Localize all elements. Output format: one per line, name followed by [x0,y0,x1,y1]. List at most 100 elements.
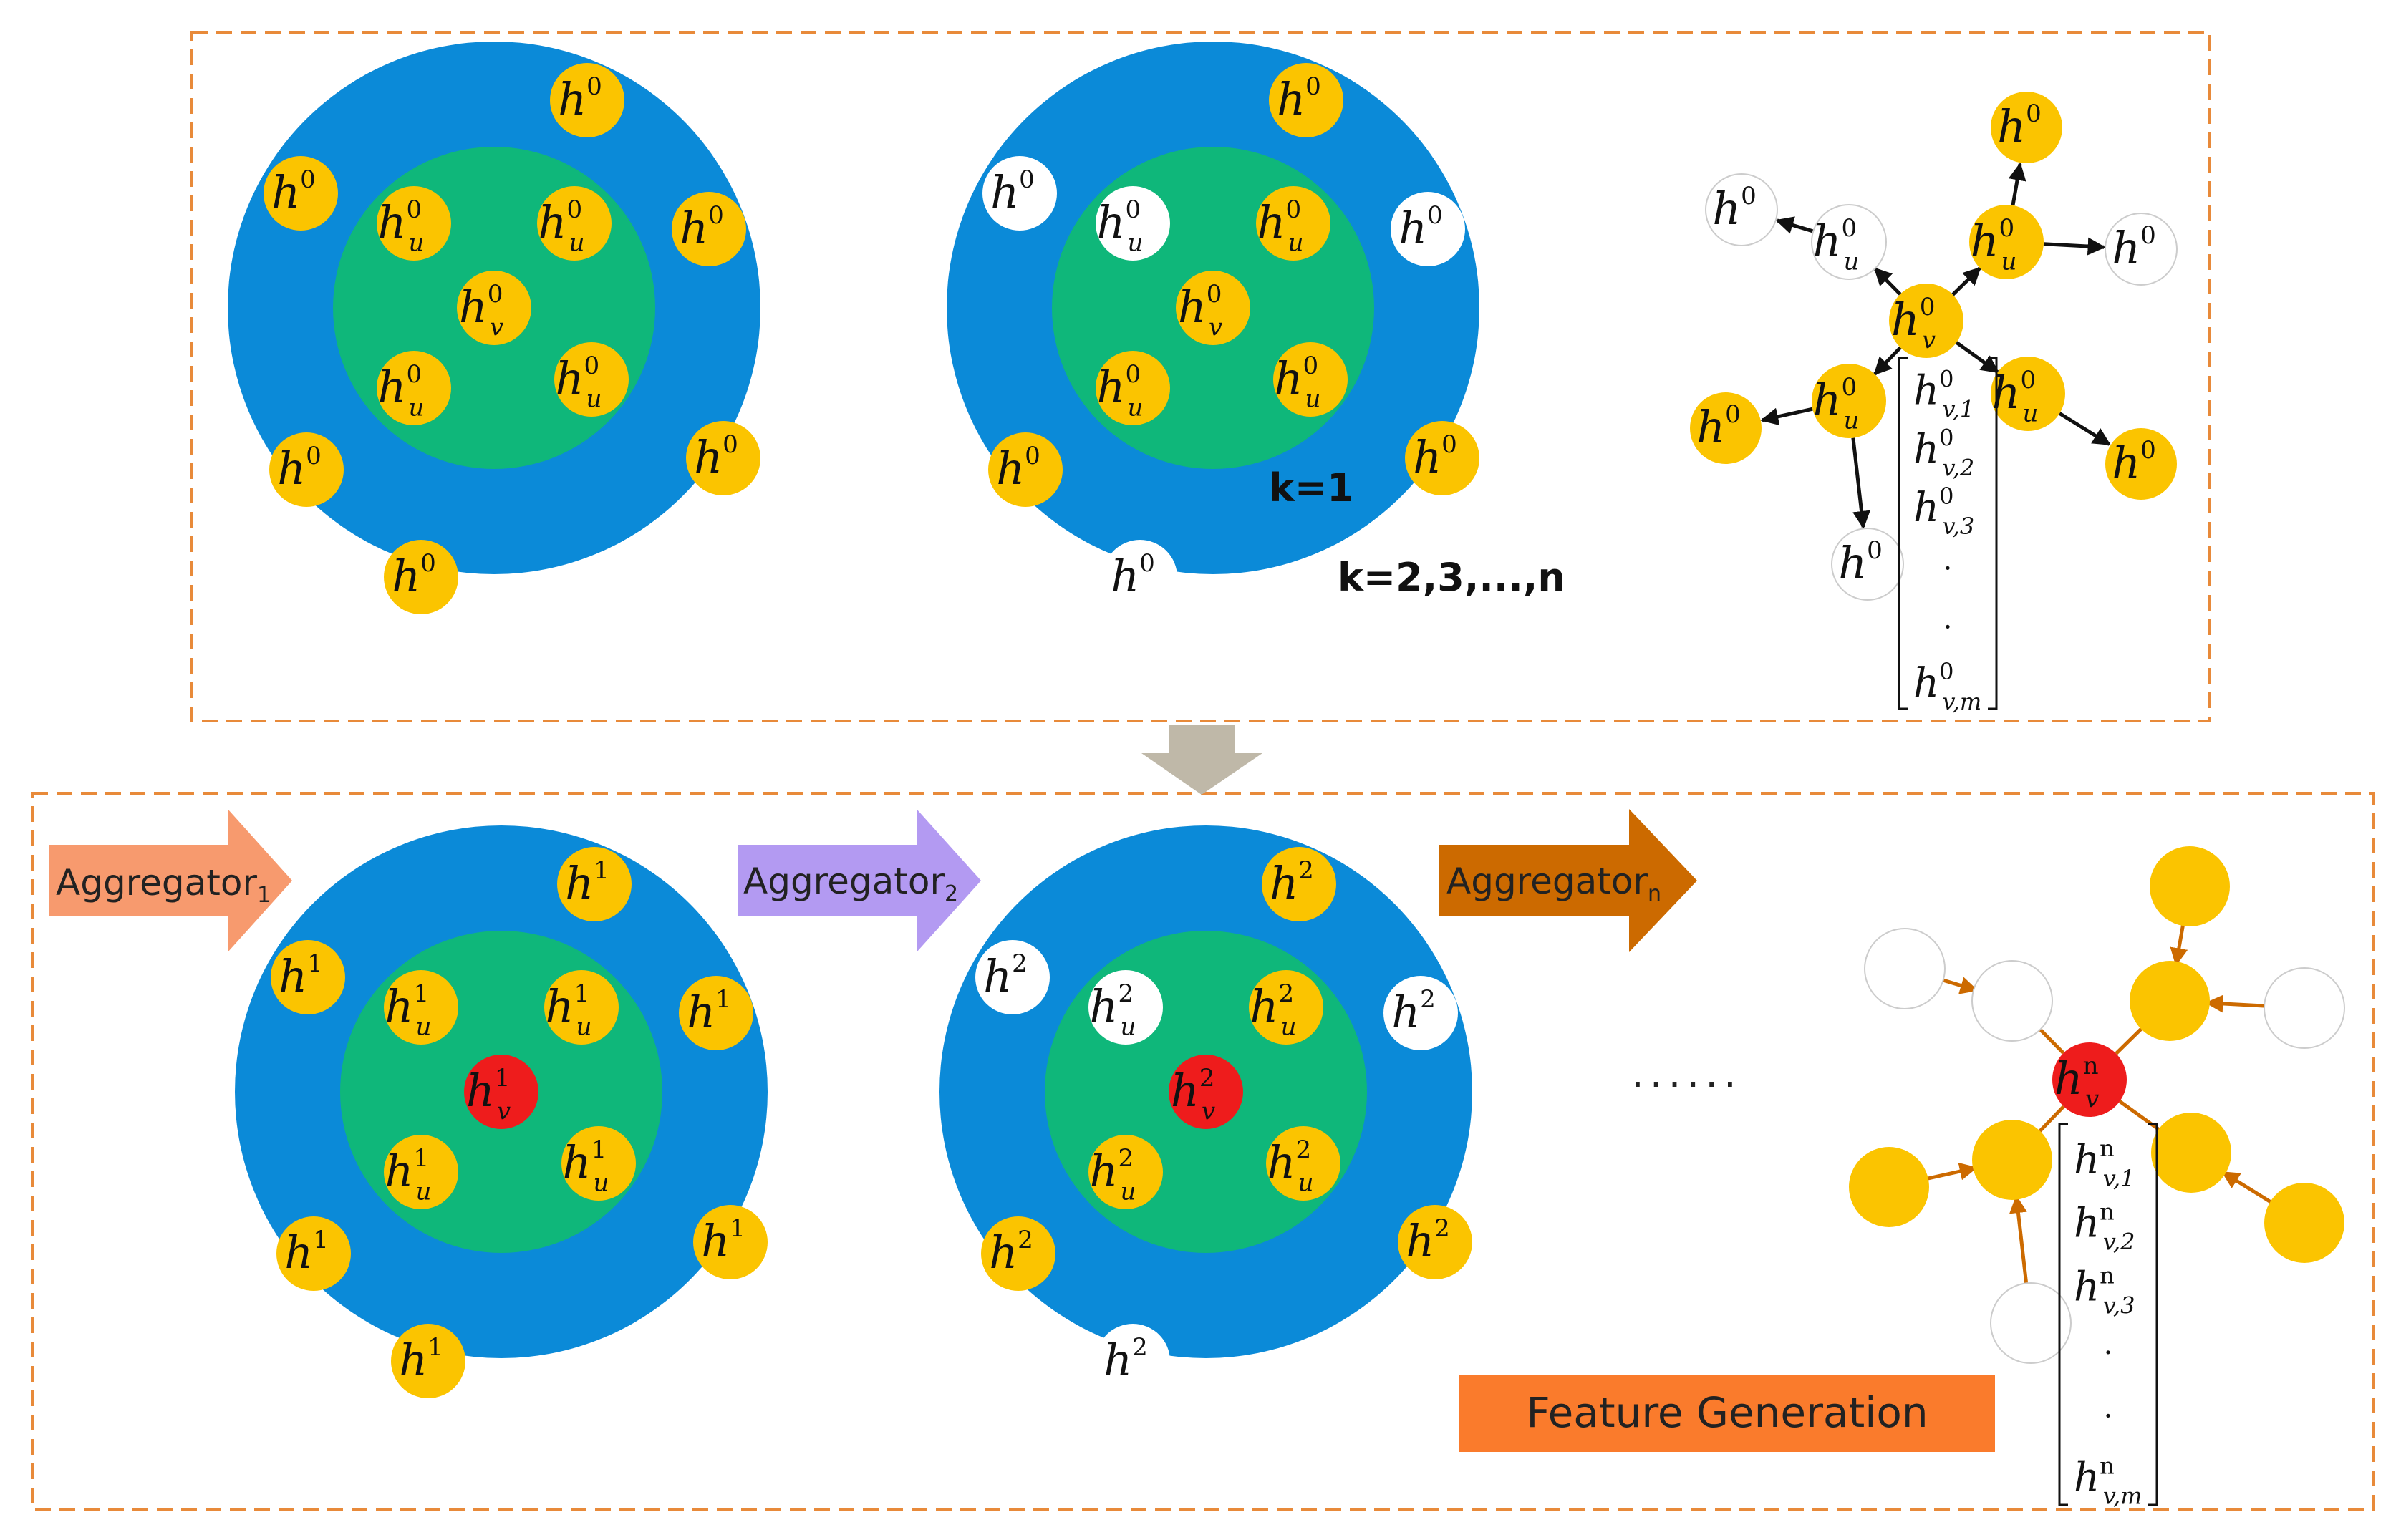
superscript: 0 [708,201,724,230]
node-label: h0 [990,165,1035,218]
subscript: u [1288,229,1304,258]
tree-edge [2043,237,2106,256]
h-symbol: h [563,1136,591,1188]
subscript: v [1922,326,1936,355]
center-node-v [1169,1055,1243,1129]
superscript: 1 [413,979,429,1008]
h-symbol: h [1391,986,1420,1038]
node-label: h2 [1270,856,1314,909]
h-symbol: h [277,442,306,495]
h-symbol: h [378,196,407,248]
neighbor-node-u [1256,186,1330,261]
subscript: u [576,1013,592,1042]
node-label: h0 [1277,72,1321,125]
subscript: u [2001,248,2017,276]
outer-node-h [2264,967,2345,1049]
aggregator-2-arrow: Aggregator2 [738,809,981,952]
tree-edge [2037,1026,2065,1055]
tree-edge [2058,412,2111,446]
outer-node-h [981,1216,1055,1291]
superscript: 0 [1427,201,1443,230]
neighbor-node-u [1969,205,2044,279]
neighbor-node-u [384,1135,458,1209]
h-symbol: h [1406,1215,1434,1267]
h-symbol: h [1103,1334,1132,1386]
h-symbol: h [701,1215,730,1267]
superscript: 0 [1125,195,1141,224]
subscript: u [1844,407,1860,435]
h-symbol: h [1171,1065,1199,1117]
node-label: h0 [1997,100,2042,152]
superscript: 0 [1285,195,1301,224]
superscript: 0 [2140,221,2156,250]
vector-bracket-right [2148,1123,2158,1506]
neighbor-node-u [1273,342,1348,417]
superscript: 2 [1118,1144,1134,1173]
superscript: 1 [574,979,589,1008]
h-symbol: h [399,1334,427,1386]
h-symbol: h [2112,222,2140,274]
node-label: h0 [392,549,436,602]
subscript: v [1202,1098,1215,1126]
outer-node-h [271,940,345,1014]
outer-node-h [1990,1282,2072,1364]
h-symbol: h [558,73,586,125]
superscript: 0 [1841,214,1857,243]
outer-node-h [550,63,624,137]
tree-edge [1775,216,1814,234]
node-label: h2 [1406,1214,1450,1267]
h-symbol: h [1250,980,1279,1032]
tree-edge [2009,1195,2029,1287]
outer-node-h [1831,528,1904,601]
h-symbol: h [694,431,723,483]
center-node-v [2052,1042,2127,1117]
subscript: u [569,229,585,258]
h-symbol: h [556,352,584,405]
superscript: 1 [313,1226,329,1254]
superscript: 0 [1867,536,1883,565]
h-symbol: h [1413,431,1441,483]
subscript: u [586,385,602,414]
superscript: 1 [591,1135,607,1164]
subscript: v [490,314,503,342]
superscript: 0 [1725,400,1741,429]
outer-node-h [1262,847,1336,921]
node-label: h2 [983,949,1028,1002]
vector-bracket-right [1988,357,1998,710]
tree-edge [1940,977,1979,994]
node-label: h2 [1391,985,1436,1038]
h-symbol: h [284,1226,313,1279]
h-symbol: h [459,281,488,333]
subscript: u [1121,1178,1136,1206]
center-node-v [464,1055,538,1129]
h-symbol: h [1090,980,1119,1032]
subscript: u [1281,1013,1297,1042]
subscript: u [1121,1013,1136,1042]
h-symbol: h [687,986,715,1038]
superscript: 0 [1841,373,1857,402]
superscript: 2 [1298,856,1314,885]
node-label: h2 [1103,1333,1148,1386]
outer-node-h [1269,63,1343,137]
node-label: h0 [558,72,602,125]
h-symbol: h [1712,183,1741,235]
h-symbol: h [996,442,1025,495]
aggregator-1-arrow: Aggregator1 [49,809,292,952]
